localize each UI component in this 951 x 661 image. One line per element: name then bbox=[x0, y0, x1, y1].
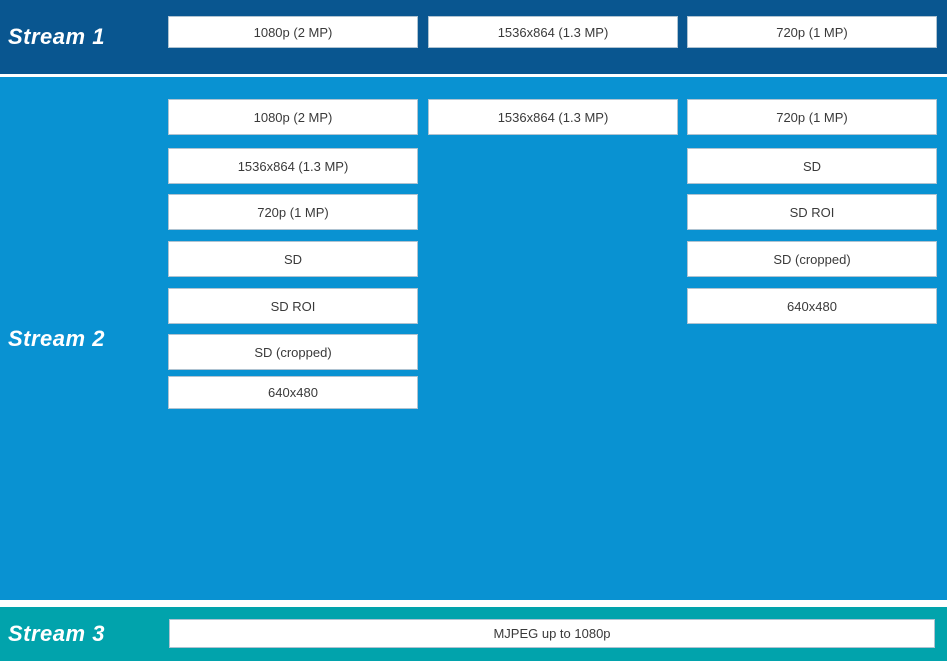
stream3-band: Stream 3 MJPEG up to 1080p bbox=[0, 607, 947, 661]
stream2-col1-option-1536x864: 1536x864 (1.3 MP) bbox=[168, 148, 418, 184]
stream2-band: Stream 2 1080p (2 MP) 1536x864 (1.3 MP) … bbox=[0, 77, 947, 600]
stream2-col1-option-sd-cropped: SD (cropped) bbox=[168, 334, 418, 370]
stream2-col3-option-sd-cropped: SD (cropped) bbox=[687, 241, 937, 277]
stream2-col1-option-1080p: 1080p (2 MP) bbox=[168, 99, 418, 135]
stream1-option-720p: 720p (1 MP) bbox=[687, 16, 937, 48]
stream1-band: Stream 1 1080p (2 MP) 1536x864 (1.3 MP) … bbox=[0, 0, 947, 74]
stream3-label: Stream 3 bbox=[8, 621, 105, 646]
stream2-label: Stream 2 bbox=[8, 325, 105, 351]
stream2-col1-option-sd: SD bbox=[168, 241, 418, 277]
stream1-option-1536x864: 1536x864 (1.3 MP) bbox=[428, 16, 678, 48]
stream2-col3-option-sd-roi: SD ROI bbox=[687, 194, 937, 230]
stream2-col1-option-720p: 720p (1 MP) bbox=[168, 194, 418, 230]
stream2-col1-option-640x480: 640x480 bbox=[168, 376, 418, 409]
stream3-option-mjpeg: MJPEG up to 1080p bbox=[169, 619, 935, 648]
stream2-col2-option-1536x864: 1536x864 (1.3 MP) bbox=[428, 99, 678, 135]
stream2-col3-option-720p: 720p (1 MP) bbox=[687, 99, 937, 135]
stream2-col3-option-640x480: 640x480 bbox=[687, 288, 937, 324]
stream1-option-1080p: 1080p (2 MP) bbox=[168, 16, 418, 48]
stream2-col1-option-sd-roi: SD ROI bbox=[168, 288, 418, 324]
stream1-label: Stream 1 bbox=[8, 24, 105, 49]
stream2-col3-option-sd: SD bbox=[687, 148, 937, 184]
